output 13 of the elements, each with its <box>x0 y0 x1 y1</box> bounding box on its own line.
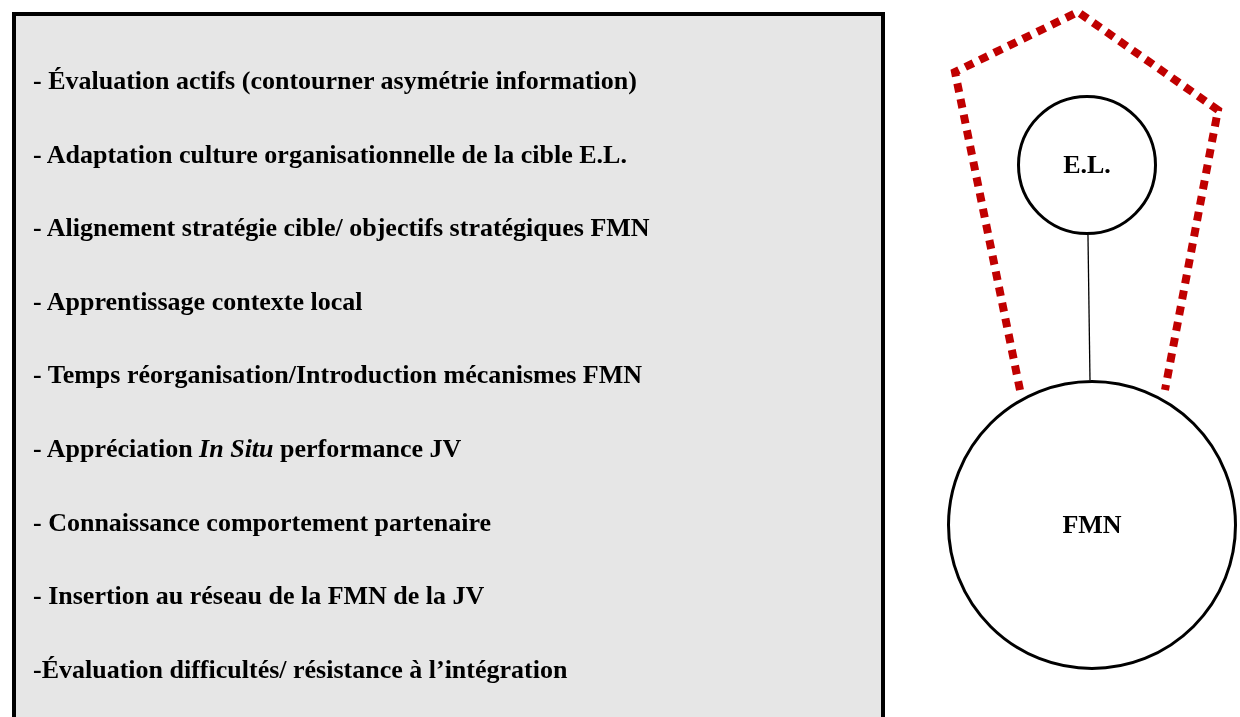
node-label: E.L. <box>1063 150 1111 180</box>
list-item: - Évaluation actifs (contourner asymétrie information) <box>33 66 637 96</box>
list-item: - Temps réorganisation/Introduction mécanismes FMN <box>33 360 643 391</box>
connector-line <box>1087 234 1091 381</box>
node-label: FMN <box>1062 510 1122 540</box>
list-item: - Apprentissage contexte local <box>33 286 363 317</box>
list-item: - Appréciation In Situ performance JV <box>33 434 462 464</box>
list-item: - Adaptation culture organisationnelle de la cible E.L. <box>33 139 627 170</box>
list-item: - Insertion au réseau de la FMN de la JV <box>33 581 485 612</box>
list-item: -Évaluation difficultés/ résistance à l’intégration <box>33 654 568 685</box>
list-item: - Connaissance comportement partenaire <box>33 507 492 538</box>
list-panel <box>12 12 885 717</box>
list-item: - Alignement stratégie cible/ objectifs stratégiques FMN <box>33 213 650 244</box>
